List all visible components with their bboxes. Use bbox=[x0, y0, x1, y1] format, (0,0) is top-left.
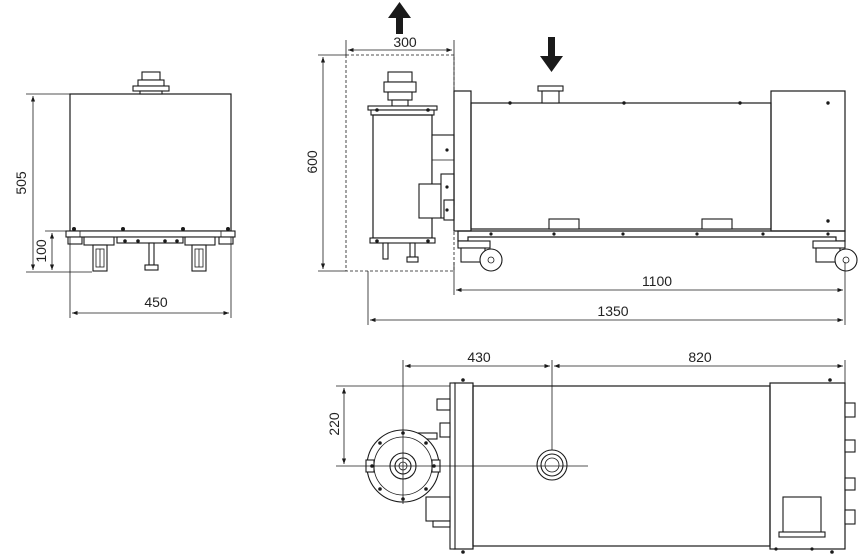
dim-label-top-offset: 430 bbox=[467, 349, 491, 365]
side-dimensions bbox=[26, 93, 232, 318]
dim-label-length-inner: 1100 bbox=[642, 273, 672, 289]
side-caster-right bbox=[184, 236, 216, 272]
dim-label-length-total: 1350 bbox=[597, 303, 628, 319]
front-caster-left bbox=[457, 240, 503, 272]
arrow-up-icon bbox=[388, 2, 411, 34]
top-inlet-flange bbox=[536, 449, 568, 481]
side-caster-left bbox=[83, 236, 115, 272]
side-view bbox=[65, 71, 236, 272]
dim-label-front-height: 600 bbox=[304, 150, 320, 174]
dim-label-side-base: 100 bbox=[33, 239, 49, 263]
front-caster-right bbox=[812, 240, 858, 272]
dim-label-front-width: 300 bbox=[393, 34, 417, 50]
front-dimensions bbox=[318, 40, 846, 325]
dim-label-top-length: 820 bbox=[688, 349, 712, 365]
arrow-down-icon bbox=[540, 37, 563, 72]
pump-body bbox=[453, 85, 858, 272]
dim-label-side-height: 505 bbox=[13, 171, 29, 195]
dim-label-side-width: 450 bbox=[144, 294, 168, 310]
dim-label-top-side: 220 bbox=[326, 412, 342, 436]
top-dimensions bbox=[336, 360, 846, 504]
side-top-flange bbox=[132, 71, 170, 95]
exhaust-flange bbox=[367, 71, 438, 116]
